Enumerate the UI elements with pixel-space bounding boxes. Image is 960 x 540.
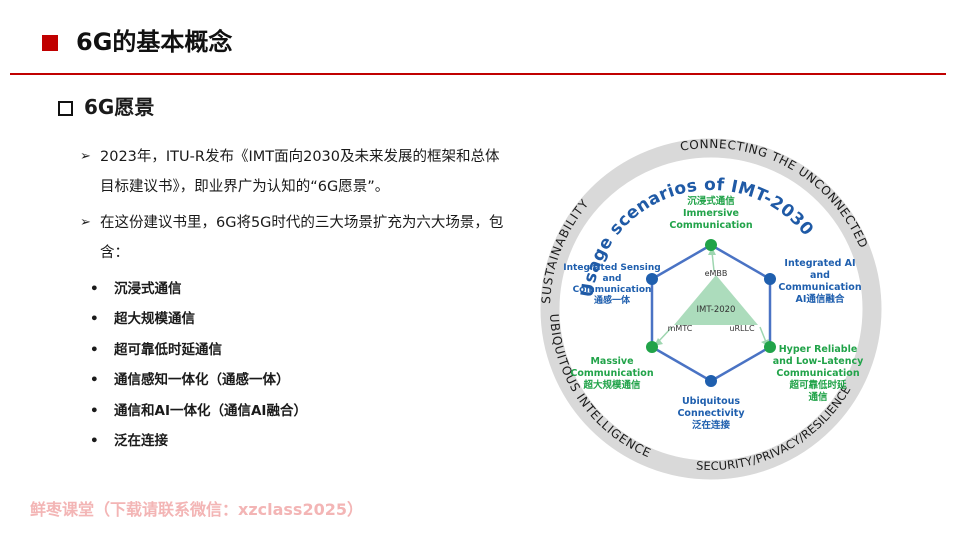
scenario-hyper-en-3: Communication xyxy=(776,368,859,379)
paragraph-six-scenarios: ➢ 在这份建议书里，6G将5G时代的三大场景扩充为六大场景，包含： xyxy=(80,208,510,268)
arrow-to-immersive xyxy=(711,251,715,272)
scenario-list: •沉浸式通信 •超大规模通信 •超可靠低时延通信 •通信感知一体化（通感一体） … xyxy=(88,274,307,456)
node-ubiquitous xyxy=(705,375,717,387)
list-item: • 泛在连接 xyxy=(88,426,307,456)
scenario-immersive-en-1: Immersive xyxy=(683,208,739,219)
list-item: • 通信感知一体化（通感一体） xyxy=(88,365,307,395)
bullet-dot-icon: • xyxy=(90,402,99,419)
scenario-hyper-zh-2: 通信 xyxy=(808,391,828,403)
triangle-label-urllc: uRLLC xyxy=(729,324,755,333)
scenario-ubiquitous-en-2: Connectivity xyxy=(677,408,745,419)
paragraph-text: 在这份建议书里，6G将5G时代的三大场景扩充为六大场景，包含： xyxy=(100,215,504,261)
arrow-bullet-icon: ➢ xyxy=(80,215,91,230)
list-item-text: 超大规模通信 xyxy=(114,311,195,328)
scenario-immersive-en-2: Communication xyxy=(669,220,752,231)
scenario-sensing-zh: 通感一体 xyxy=(594,294,631,306)
scenario-ai-en-1: Integrated AI xyxy=(784,258,855,269)
node-sensing xyxy=(646,273,658,285)
scenario-massive-en-1: Massive xyxy=(590,356,633,367)
scenario-hyper-en-1: Hyper Reliable xyxy=(779,344,858,355)
node-immersive xyxy=(705,239,717,251)
node-massive xyxy=(646,341,658,353)
title-divider xyxy=(10,73,946,75)
list-item-text: 超可靠低时延通信 xyxy=(114,341,222,358)
scenario-ai-en-2: and xyxy=(810,270,830,281)
scenario-immersive-zh: 沉浸式通信 xyxy=(687,195,735,207)
scenario-sensing-en-3: Communication xyxy=(573,285,652,295)
scenario-massive-en-2: Communication xyxy=(570,368,653,379)
scenario-ubiquitous-zh: 泛在连接 xyxy=(692,419,731,431)
triangle-label-embb: eMBB xyxy=(705,269,728,278)
bullet-dot-icon: • xyxy=(90,341,99,358)
list-item: • 超大规模通信 xyxy=(88,304,307,334)
list-item-text: 泛在连接 xyxy=(114,432,168,449)
list-item: • 超可靠低时延通信 xyxy=(88,335,307,365)
scenario-sensing-en-1: Integrated Sensing xyxy=(563,263,660,273)
scenario-ai-en-3: Communication xyxy=(778,282,861,293)
list-item-text: 沉浸式通信 xyxy=(114,281,182,297)
bullet-dot-icon: • xyxy=(90,432,99,449)
list-item: • 通信和AI一体化（通信AI融合） xyxy=(88,396,307,426)
watermark-text: 鲜枣课堂（下载请联系微信：xzclass2025） xyxy=(30,500,363,519)
section-title: 6G愿景 xyxy=(84,95,155,119)
imt2030-usage-scenarios-diagram: SUSTAINABILITY CONNECTING THE UNCONNECTE… xyxy=(539,137,882,480)
list-item-text: 通信和AI一体化（通信AI融合） xyxy=(114,402,307,419)
node-ai xyxy=(764,273,776,285)
list-item-text: 通信感知一体化（通感一体） xyxy=(114,372,290,389)
imt2020-triangle xyxy=(674,275,758,325)
scenario-hyper-en-2: and Low-Latency xyxy=(773,356,864,367)
arrow-to-massive xyxy=(657,326,673,343)
scenario-ubiquitous-en-1: Ubiquitous xyxy=(682,396,740,407)
bullet-dot-icon: • xyxy=(90,281,99,297)
section-marker-square xyxy=(58,101,73,116)
bullet-dot-icon: • xyxy=(90,311,99,328)
arrow-bullet-icon: ➢ xyxy=(80,149,91,164)
node-hyper xyxy=(764,341,776,353)
arrow-to-hyper xyxy=(759,326,767,343)
list-item: • 沉浸式通信 xyxy=(88,274,307,304)
triangle-label-center: IMT-2020 xyxy=(697,305,736,315)
bullet-dot-icon: • xyxy=(90,372,99,389)
scenario-sensing-en-2: and xyxy=(603,274,622,284)
paragraph-text: 2023年，ITU-R发布《IMT面向2030及未来发展的框架和总体目标建议书》… xyxy=(100,149,500,195)
scenario-hyper-zh-1: 超可靠低时延 xyxy=(788,379,847,391)
outer-ring xyxy=(540,138,882,480)
title-marker-square xyxy=(42,35,58,51)
triangle-label-mmtc: mMTC xyxy=(668,324,693,333)
page-title: 6G的基本概念 xyxy=(76,28,233,56)
scenario-massive-zh: 超大规模通信 xyxy=(582,379,641,391)
scenario-ai-zh: AI通信融合 xyxy=(796,293,845,305)
arrowhead-immersive xyxy=(708,247,716,255)
paragraph-itu-release: ➢ 2023年，ITU-R发布《IMT面向2030及未来发展的框架和总体目标建议… xyxy=(80,142,510,202)
